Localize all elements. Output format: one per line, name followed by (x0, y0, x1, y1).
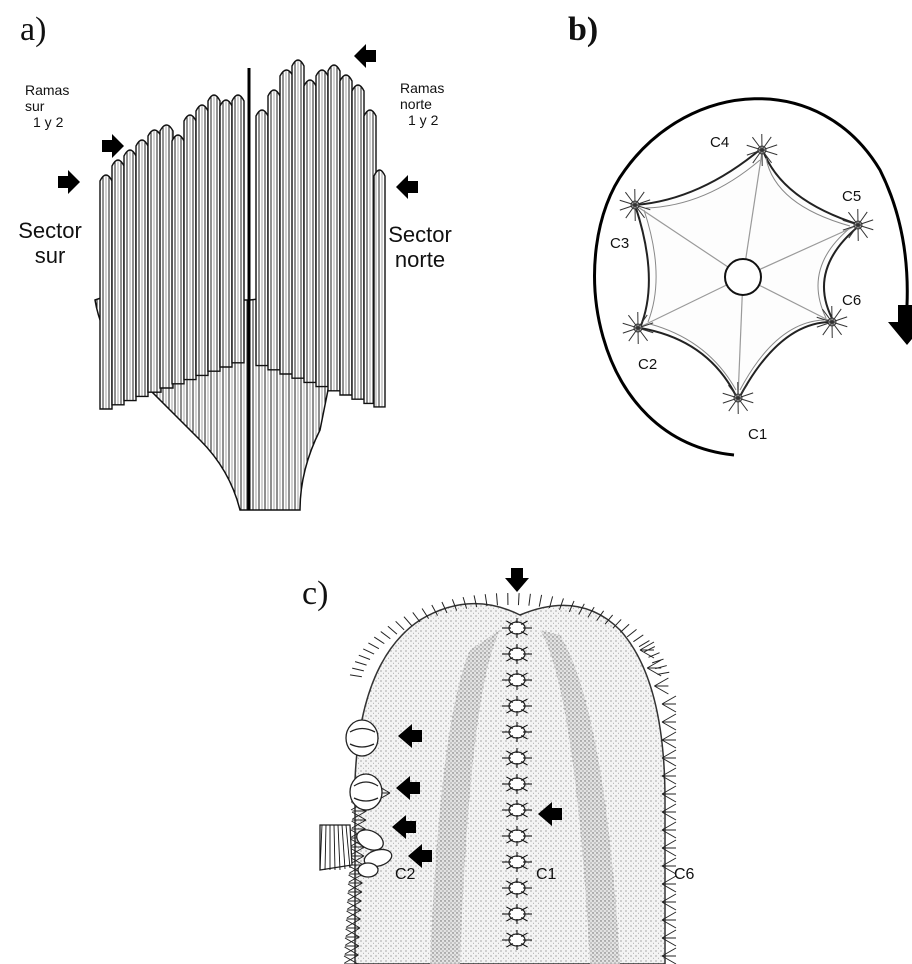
cactus-column (124, 150, 136, 401)
rib-label-c5: C5 (842, 188, 861, 205)
cactus-column (256, 110, 268, 366)
pith-circle (725, 259, 761, 295)
cactus-column (208, 95, 220, 371)
north-sector-label: Sector norte (380, 222, 460, 273)
rib-label-c6: C6 (842, 292, 861, 309)
arrow-icon (505, 568, 529, 592)
cactus-column (220, 100, 232, 367)
arrow-icon (102, 134, 124, 158)
cactus-column (340, 75, 352, 395)
panel-a-letter: a) (20, 10, 46, 49)
cactus-column (316, 70, 328, 387)
cactus-column (292, 60, 304, 378)
rib-label-c2: C2 (395, 866, 415, 884)
panel-b-letter: b) (568, 10, 598, 49)
rib-label-c1: C1 (536, 866, 556, 884)
north-branches-label: Ramas norte 1 y 2 (400, 80, 444, 128)
cactus-column (100, 175, 112, 409)
cactus-column (304, 80, 316, 382)
arrow-icon (396, 175, 418, 199)
cactus-column (268, 90, 280, 370)
cactus-column (352, 85, 364, 399)
rotation-arrow-icon (888, 305, 912, 345)
cactus-column (328, 65, 340, 391)
cactus-column (112, 160, 124, 405)
cactus-column (148, 130, 161, 392)
cactus-column (196, 105, 208, 375)
panel-a: a) Ramas sur 1 y 2 Ramas norte 1 y 2 Sec… (0, 0, 470, 520)
cactus-column (232, 95, 244, 363)
south-sector-label: Sector sur (10, 218, 90, 269)
fruit (346, 720, 378, 756)
rib-label-c4: C4 (710, 134, 729, 151)
arrow-icon (58, 170, 80, 194)
panel-c-letter: c) (302, 574, 328, 613)
rib-label-c1: C1 (748, 426, 767, 443)
rib-label-c2: C2 (638, 356, 657, 373)
cactus-cross-section-diagram (470, 0, 912, 520)
cactus-column (374, 170, 385, 407)
rib-label-c6: C6 (674, 866, 694, 884)
arrow-icon (354, 44, 376, 68)
panel-b: b) C4 C5 C3 C6 C2 C1 (470, 0, 912, 520)
cactus-column (280, 70, 293, 374)
cactus-column (184, 115, 196, 380)
south-branches-label: Ramas sur 1 y 2 (25, 82, 69, 130)
cactus-column (160, 125, 173, 388)
cactus-column (136, 140, 148, 396)
cactus-stem-tip-illustration (0, 540, 912, 964)
rib-label-c3: C3 (610, 235, 629, 252)
panel-c: c) C2 C1 C6 (0, 540, 912, 964)
fruit (350, 774, 382, 810)
cactus-column (172, 135, 184, 384)
